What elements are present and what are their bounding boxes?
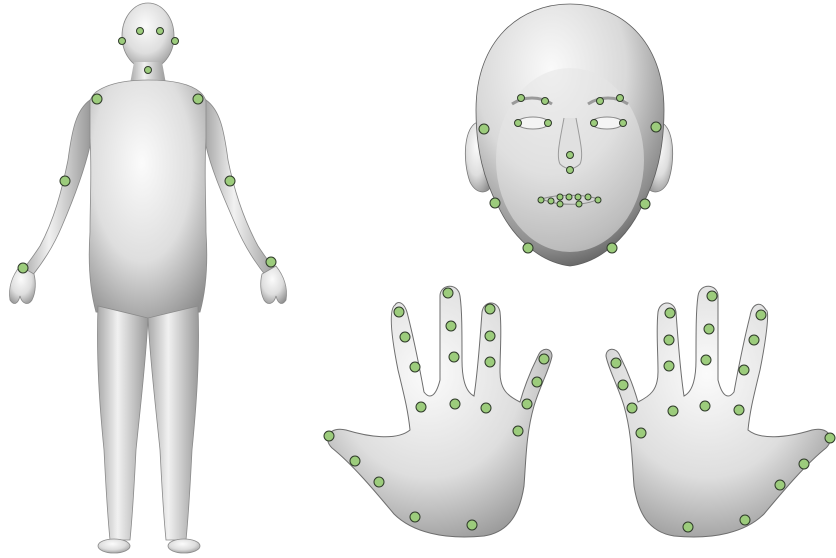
- face-figure: [465, 4, 672, 266]
- landmark-left-hand: [410, 362, 420, 372]
- body-right-leg: [148, 306, 199, 540]
- landmark-right-hand: [799, 459, 809, 469]
- landmark-face-mouth: [566, 194, 572, 200]
- landmark-face-eye: [545, 120, 552, 127]
- landmark-left-hand: [374, 477, 384, 487]
- landmark-left-hand: [416, 402, 426, 412]
- landmark-face-nose: [567, 152, 574, 159]
- landmark-left-hand: [539, 354, 549, 364]
- landmark-face-brow: [617, 95, 624, 102]
- left-hand-shape: [328, 286, 552, 537]
- body-torso: [88, 80, 209, 318]
- landmark-face-mouth: [575, 194, 581, 200]
- landmark-face-jaw: [523, 243, 533, 253]
- landmark-face-mouth: [557, 201, 563, 207]
- left-hand-figure: [324, 286, 552, 537]
- landmark-right-hand: [734, 405, 744, 415]
- landmark-right-wrist: [266, 257, 276, 267]
- landmark-right-hand: [739, 365, 749, 375]
- landmark-right-hand: [668, 406, 678, 416]
- body-head: [122, 3, 174, 69]
- landmark-left-hand: [513, 426, 523, 436]
- landmark-left-hand: [443, 288, 453, 298]
- landmark-right-hand: [825, 433, 835, 443]
- landmark-left-hand: [485, 304, 495, 314]
- body-left-leg: [97, 306, 148, 540]
- body-left-arm: [22, 100, 90, 276]
- landmark-face-eye: [591, 120, 598, 127]
- landmark-face-eye: [620, 120, 627, 127]
- landmark-left-hand: [410, 512, 420, 522]
- landmark-left-hand: [350, 456, 360, 466]
- landmark-right-hand: [740, 515, 750, 525]
- landmark-right-elbow: [225, 176, 235, 186]
- landmark-right-hand: [683, 522, 693, 532]
- landmark-left-hand: [481, 403, 491, 413]
- landmark-right-hand: [756, 310, 766, 320]
- landmark-left-hand: [450, 399, 460, 409]
- landmark-right-hand: [701, 355, 711, 365]
- landmark-left-eye: [137, 28, 144, 35]
- landmark-face-mouth: [576, 201, 582, 207]
- landmark-face-nose: [567, 167, 574, 174]
- landmark-left-wrist: [18, 263, 28, 273]
- body-right-arm: [206, 100, 276, 276]
- landmark-face-contour: [640, 199, 650, 209]
- landmark-face-mouth: [557, 194, 563, 200]
- landmark-face-contour: [651, 122, 661, 132]
- landmark-left-hand: [449, 352, 459, 362]
- landmark-right-hand: [636, 428, 646, 438]
- landmark-chin: [145, 67, 152, 74]
- landmark-right-hand: [627, 403, 637, 413]
- landmark-face-brow: [518, 95, 525, 102]
- landmark-right-hand: [707, 291, 717, 301]
- landmark-left-hand: [485, 331, 495, 341]
- landmark-face-mouth: [538, 197, 544, 203]
- body-right-foot: [168, 539, 200, 553]
- landmark-right-hand: [700, 401, 710, 411]
- landmark-left-hand: [522, 399, 532, 409]
- body-left-foot: [98, 539, 130, 553]
- landmark-face-eye: [515, 120, 522, 127]
- landmark-face-contour: [479, 124, 489, 134]
- landmark-left-hand: [394, 307, 404, 317]
- landmark-face-mouth: [595, 197, 601, 203]
- landmark-right-eye: [157, 28, 164, 35]
- landmark-right-shoulder: [193, 94, 203, 104]
- landmark-face-brow: [542, 98, 549, 105]
- landmark-left-elbow: [60, 176, 70, 186]
- landmark-right-hand: [611, 358, 621, 368]
- landmark-right-hand: [775, 480, 785, 490]
- landmark-right-hand: [665, 308, 675, 318]
- landmark-right-hand: [618, 380, 628, 390]
- landmark-right-hand: [664, 335, 674, 345]
- landmark-face-mouth: [585, 194, 591, 200]
- landmark-right-hand: [749, 335, 759, 345]
- landmark-left-hand: [467, 520, 477, 530]
- landmark-face-mouth: [548, 198, 554, 204]
- landmark-left-hand: [485, 357, 495, 367]
- landmark-right-hand: [704, 324, 714, 334]
- landmark-right-hand: [664, 361, 674, 371]
- landmark-left-hand: [324, 431, 334, 441]
- landmark-right-ear: [172, 38, 179, 45]
- landmark-face-jaw: [607, 243, 617, 253]
- landmark-left-hand: [532, 377, 542, 387]
- landmark-left-ear: [119, 38, 126, 45]
- right-hand-figure: [606, 286, 835, 537]
- landmark-left-shoulder: [92, 94, 102, 104]
- landmark-left-hand: [446, 321, 456, 331]
- full-body-figure: [9, 3, 286, 553]
- landmark-face-contour: [490, 198, 500, 208]
- landmark-left-hand: [400, 332, 410, 342]
- landmark-face-brow: [597, 98, 604, 105]
- right-hand-shape: [606, 286, 830, 537]
